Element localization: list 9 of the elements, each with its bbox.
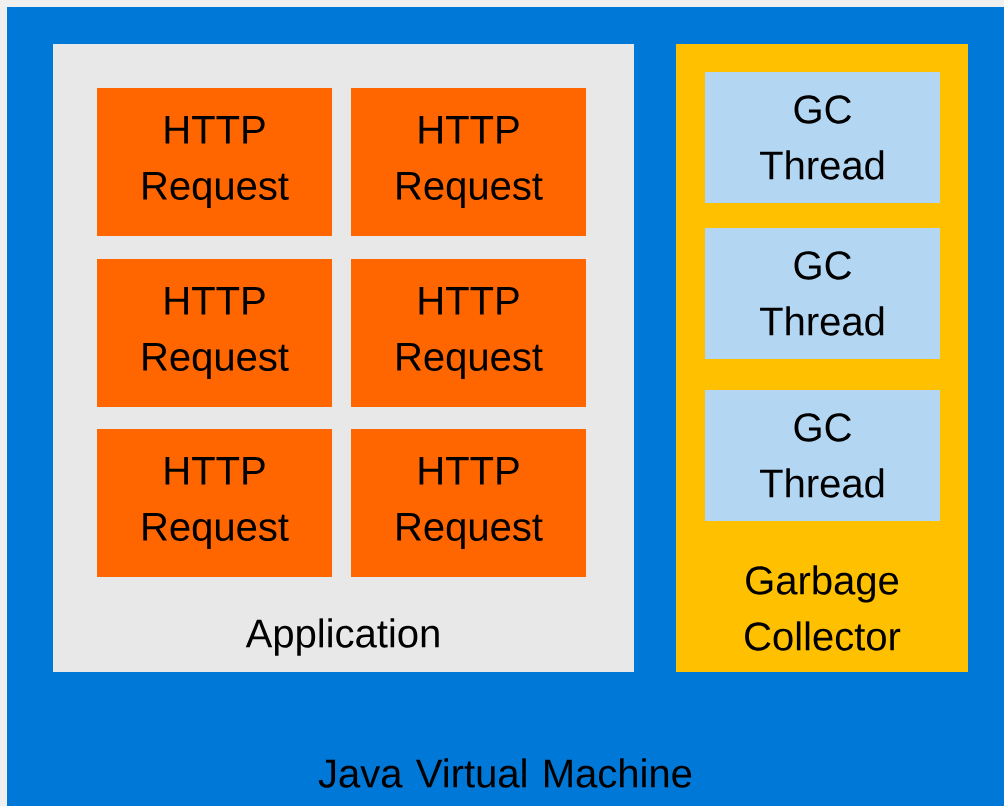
process-box: HTTP Request	[97, 88, 332, 236]
process-box: HTTP Request	[97, 429, 332, 577]
thread-box: GC Thread	[705, 72, 940, 203]
process-box: HTTP Request	[351, 259, 586, 407]
process-box: HTTP Request	[97, 259, 332, 407]
thread-box: GC Thread	[705, 228, 940, 359]
thread-box: GC Thread	[705, 390, 940, 521]
process-box: HTTP Request	[351, 88, 586, 236]
process-box: HTTP Request	[351, 429, 586, 577]
